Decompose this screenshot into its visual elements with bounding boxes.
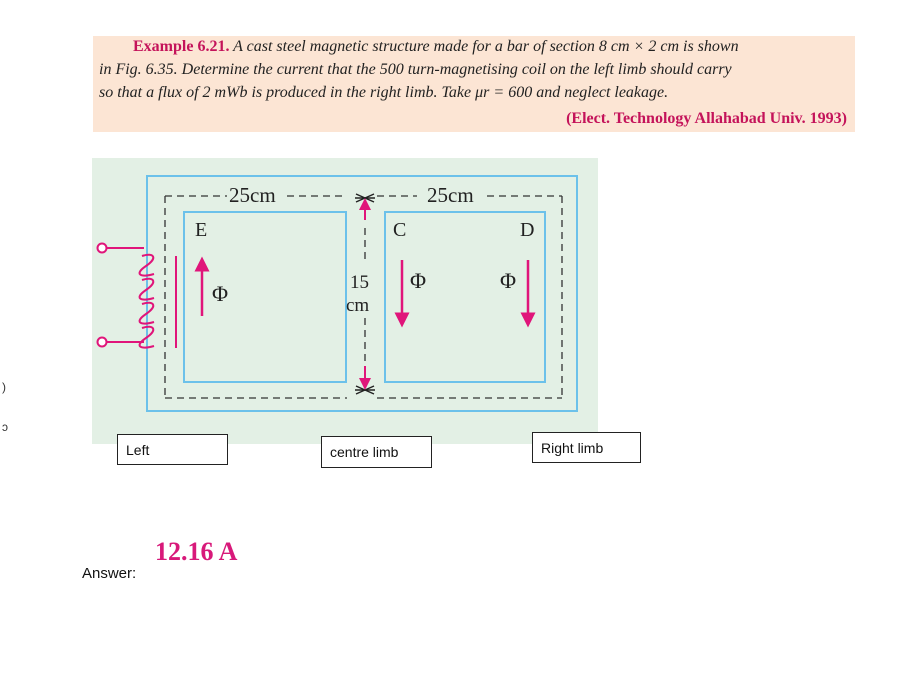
problem-statement: Example 6.21. A cast steel magnetic stru… — [93, 36, 855, 132]
label-E: E — [195, 219, 207, 241]
annotation-right-limb: Right limb — [532, 432, 641, 463]
answer-label: Answer: — [82, 565, 137, 582]
flux-symbol-right: Φ — [500, 268, 516, 293]
answer-value: 12.16 A — [155, 537, 238, 566]
core-outer — [146, 175, 578, 412]
label-C: C — [393, 219, 406, 241]
edge-mark-1: ) — [2, 380, 6, 394]
magnetising-coil — [138, 253, 177, 349]
magnetic-circuit-figure: 25cm 25cm E C D 15 cm Φ Φ Φ — [92, 158, 598, 444]
dim-centre-unit: cm — [346, 295, 369, 316]
annotation-left: Left — [117, 434, 228, 465]
dim-centre-number: 15 — [350, 272, 369, 293]
coil-terminals — [96, 242, 144, 348]
annotation-centre-limb: centre limb — [321, 436, 432, 468]
dim-right-label: 25cm — [427, 183, 474, 207]
example-heading: Example 6.21. — [133, 38, 230, 55]
flux-symbol-centre: Φ — [410, 268, 426, 293]
mean-flux-path — [164, 195, 563, 399]
dim-left-label: 25cm — [229, 183, 276, 207]
problem-line-1: Example 6.21. A cast steel magnetic stru… — [133, 38, 739, 56]
flux-symbol-left: Φ — [212, 281, 228, 306]
problem-text-1: A cast steel magnetic structure made for… — [233, 38, 739, 55]
window-right — [384, 211, 546, 383]
edge-mark-2: ↄ — [2, 420, 8, 434]
problem-line-3: so that a flux of 2 mWb is produced in t… — [99, 84, 669, 101]
label-D: D — [520, 219, 534, 241]
window-left — [183, 211, 347, 383]
problem-source: (Elect. Technology Allahabad Univ. 1993) — [566, 110, 847, 127]
problem-line-2: in Fig. 6.35. Determine the current that… — [99, 61, 732, 78]
